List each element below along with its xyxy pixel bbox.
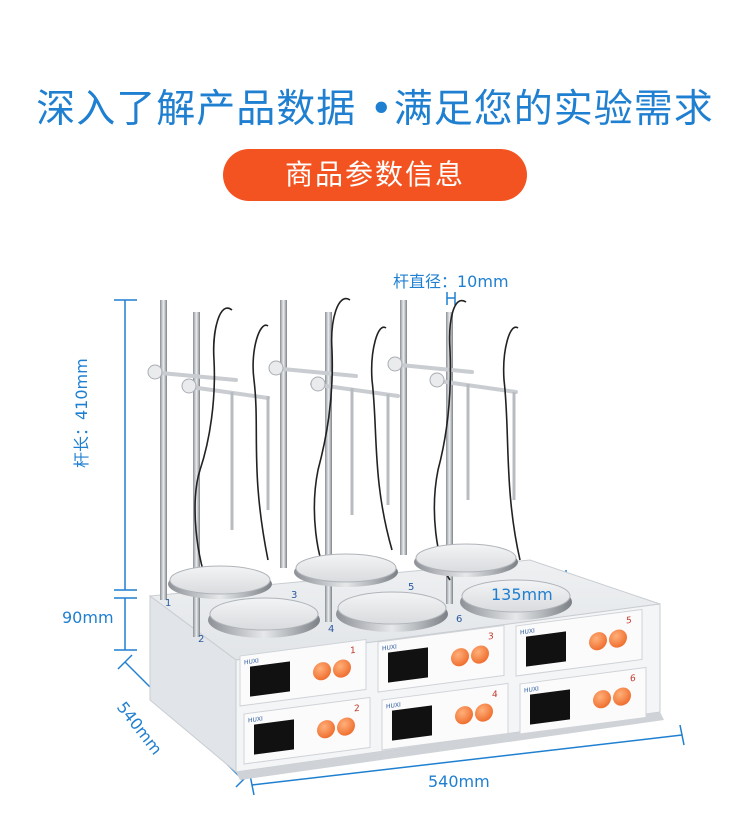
- position-label: 2: [354, 704, 360, 715]
- position-label: 5: [626, 616, 632, 627]
- plate-diameter-label: 135mm: [491, 585, 553, 604]
- rod-length-label: 杆长：410mm: [72, 358, 91, 468]
- hot-plates: [168, 543, 572, 638]
- probe-tubes: [230, 384, 516, 530]
- width-label: 540mm: [428, 772, 490, 791]
- plate-number: 2: [198, 634, 204, 645]
- rod-diameter-label: 杆直径：10mm: [393, 272, 509, 291]
- brand-label: HUXI: [382, 644, 397, 653]
- temperature-probes: [194, 297, 521, 591]
- brand-label: HUXI: [244, 658, 259, 667]
- headline: 深入了解产品数据 •满足您的实验需求: [36, 87, 714, 132]
- position-label: 3: [488, 632, 494, 643]
- position-numbers: 1 2 3 4 5 6: [165, 582, 462, 645]
- position-label: 6: [630, 674, 636, 685]
- section-badge: 商品参数信息: [223, 149, 527, 201]
- plate-number: 3: [291, 590, 297, 601]
- support-rods: [147, 300, 518, 637]
- position-label: 4: [492, 690, 498, 701]
- height-label: 90mm: [62, 608, 114, 627]
- brand-label: HUXI: [520, 628, 535, 637]
- control-panels: HUXI 1 HUXI 3 HUXI 5 HUXI 2: [239, 608, 647, 765]
- brand-label: HUXI: [386, 702, 401, 711]
- plate-number: 4: [328, 624, 334, 635]
- plate-number: 1: [165, 598, 171, 609]
- plate-number: 6: [456, 614, 462, 625]
- brand-label: HUXI: [524, 686, 539, 695]
- position-label: 1: [350, 646, 356, 657]
- brand-label: HUXI: [248, 716, 263, 725]
- plate-number: 5: [408, 582, 414, 593]
